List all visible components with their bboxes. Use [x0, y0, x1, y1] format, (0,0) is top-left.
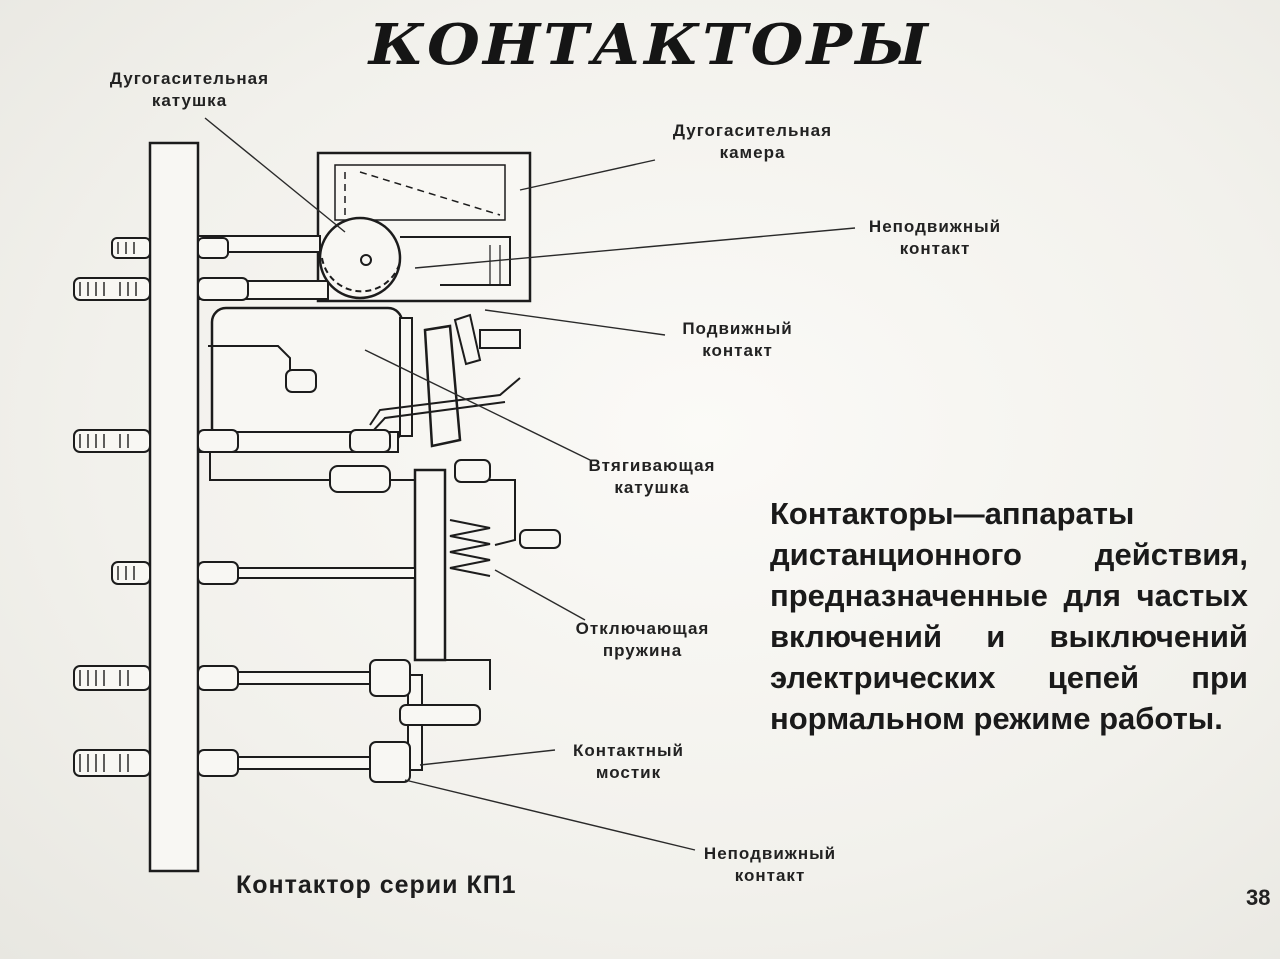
description-text: Контакторы—аппараты дистанционного дейст… — [770, 496, 1248, 736]
armature-lever — [423, 324, 462, 448]
leader-arc-chamber — [519, 159, 656, 191]
bolt-row-5 — [73, 659, 411, 697]
leader-arc-coil — [204, 117, 346, 233]
label-arc-coil: Дугогасительная катушка — [109, 69, 270, 110]
bolt-row-6 — [73, 741, 411, 783]
page-number: 38 — [1246, 885, 1271, 910]
leader-fixed-contact-top — [414, 227, 856, 269]
diagram-caption: Контактор серии КП1 — [236, 871, 517, 899]
bolt-row-2 — [73, 277, 249, 301]
label-fixed-contact-bottom: Неподвижный контакт — [703, 844, 837, 885]
moving-contact — [453, 313, 482, 366]
bolt-row-4 — [111, 561, 416, 585]
leader-release-spring — [494, 569, 586, 621]
page-title: КОНТАКТОРЫ — [368, 12, 932, 78]
bolt-row-1 — [111, 237, 229, 259]
label-arc-chamber: Дугогасительная камера — [672, 121, 833, 162]
label-contact-bridge: Контактный мостик — [573, 741, 684, 782]
leader-pull-coil — [364, 349, 591, 461]
leader-contact-bridge — [419, 749, 556, 766]
bolt-row-3 — [73, 429, 391, 453]
label-fixed-contact-top: Неподвижный контакт — [868, 217, 1002, 258]
label-moving-contact: Подвижный контакт — [682, 319, 793, 360]
arc-coil — [318, 216, 402, 300]
label-release-spring: Отключающая пружина — [575, 619, 710, 660]
leader-moving-contact — [484, 309, 666, 336]
release-spring — [449, 519, 491, 577]
label-pull-coil: Втягивающая катушка — [588, 456, 716, 497]
leader-fixed-contact-bottom — [404, 779, 696, 851]
insulating-board — [148, 141, 200, 873]
